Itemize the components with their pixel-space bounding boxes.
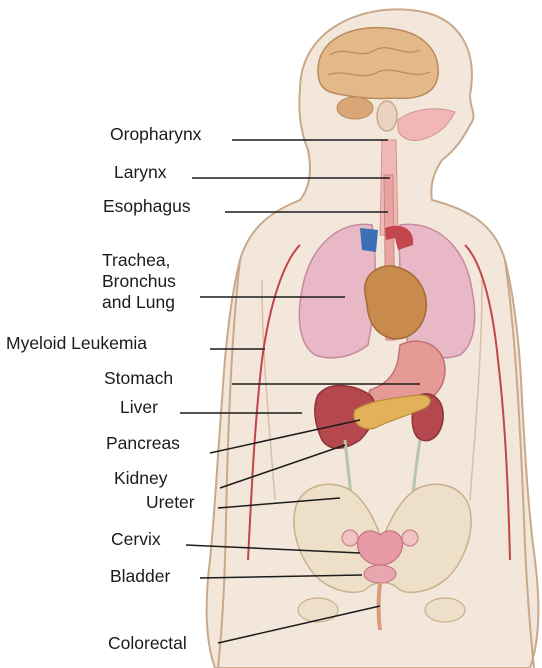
label-trachea-line2: Bronchus [102,271,176,292]
brain [318,28,438,99]
ovary-right [402,530,418,546]
label-ureter: Ureter [146,492,195,513]
label-myeloid-leukemia: Myeloid Leukemia [6,333,147,354]
femur-left [298,598,338,622]
vena-cava [360,228,378,252]
label-esophagus: Esophagus [103,196,191,217]
ovary-left [342,530,358,546]
uterus [357,531,402,565]
bladder [364,565,396,583]
label-oropharynx: Oropharynx [110,124,201,145]
label-liver: Liver [120,397,158,418]
ear [377,101,397,131]
label-trachea-line1: Trachea, [102,250,176,271]
femur-right [425,598,465,622]
cerebellum [337,97,373,119]
label-pancreas: Pancreas [106,433,180,454]
label-stomach: Stomach [104,368,173,389]
label-trachea-bronchus-lung: Trachea, Bronchus and Lung [102,250,176,313]
label-colorectal: Colorectal [108,633,187,654]
label-bladder: Bladder [110,566,170,587]
label-cervix: Cervix [111,529,161,550]
label-kidney: Kidney [114,468,168,489]
label-larynx: Larynx [114,162,167,183]
label-trachea-line3: and Lung [102,292,176,313]
